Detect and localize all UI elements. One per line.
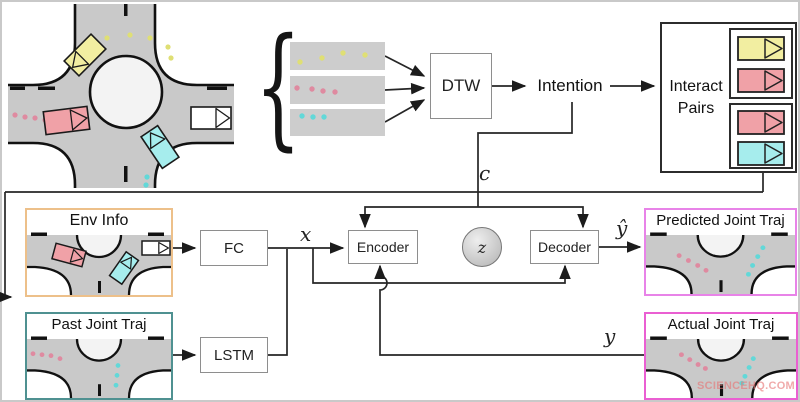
actual-joint-traj-scene [646, 336, 796, 398]
pair-yellow-pink [729, 28, 793, 99]
trajectory-dot [695, 362, 701, 367]
past-joint-traj-title: Past Joint Traj [51, 316, 147, 333]
trajectory-dot [703, 268, 709, 273]
decoder-box: Decoder [530, 230, 599, 264]
label-y: y [604, 324, 616, 348]
trajectory-dot [678, 352, 684, 358]
trajectory-strip-pink [290, 76, 385, 104]
brace: { [255, 10, 302, 164]
trajectory-dot [687, 357, 693, 362]
lane-marking [98, 281, 101, 293]
fc-box: FC [200, 230, 268, 266]
car-icon-pink [737, 68, 785, 93]
car-icon-pink [737, 110, 785, 135]
trajectory-dot [39, 352, 45, 358]
decoder-label: Decoder [538, 239, 591, 255]
dtw-label: DTW [441, 76, 481, 95]
label-x: x [300, 222, 312, 246]
lane-marking [650, 336, 667, 340]
car-yellow [63, 33, 107, 77]
past-joint-traj-box: Past Joint Traj [25, 312, 173, 400]
car-pink [42, 105, 91, 136]
car-pink [51, 242, 87, 268]
trajectory-dot [57, 356, 63, 361]
roads [646, 234, 795, 294]
latent-z-label: z [477, 237, 487, 257]
lane-marking [772, 336, 789, 340]
past-joint-traj-scene [27, 336, 171, 398]
interact-pairs-label: Interact Pairs [669, 78, 723, 117]
predicted-joint-traj-box: Predicted Joint Traj [644, 208, 797, 296]
fc-label: FC [224, 239, 244, 257]
trajectory-dot [48, 353, 54, 359]
trajectory-dot [30, 351, 36, 357]
lstm-label: LSTM [213, 346, 254, 364]
trajectory-dot [750, 356, 756, 361]
watermark: SCIENCEHQ.COM [697, 380, 796, 392]
trajectory-dot [745, 271, 751, 277]
actual-joint-traj-title: Actual Joint Traj [667, 316, 775, 333]
trajectory-dot [114, 372, 120, 378]
trajectory-dot [113, 382, 119, 388]
trajectory-dot [746, 365, 752, 370]
car-white [190, 106, 232, 130]
car-icon-cyan [737, 141, 785, 166]
dtw-box: DTW [430, 53, 492, 119]
trajectory-dot [755, 254, 761, 259]
env-info-box: Env Info [25, 208, 173, 297]
lane-marking [31, 232, 47, 236]
trajectory-dot [739, 380, 745, 386]
env-info-scene [27, 232, 171, 295]
trajectory-dot [760, 245, 766, 251]
lane-marking [31, 336, 47, 340]
lane-marking [650, 232, 667, 236]
car-white [141, 240, 171, 256]
trajectory-dot [685, 258, 691, 263]
trajectory-strip-yellow [290, 42, 385, 70]
intention-label: Intention [537, 76, 603, 95]
predicted-joint-traj-title: Predicted Joint Traj [656, 212, 785, 229]
actual-joint-traj-box: Actual Joint Traj [644, 312, 798, 400]
trajectory-strip-cyan [290, 109, 385, 136]
trajectory-dot [742, 373, 748, 379]
lane-markings [10, 4, 227, 182]
lane-marking [148, 336, 164, 340]
lane-marking [771, 232, 788, 236]
lane-marking [719, 384, 724, 397]
latent-z-node: z [462, 227, 502, 267]
lane-marking [719, 280, 723, 293]
pair-pink-cyan [729, 103, 793, 169]
trajectory-dot [750, 263, 756, 268]
env-info-title: Env Info [69, 211, 129, 229]
encoder-box: Encoder [348, 230, 418, 264]
roundabout-scene [8, 4, 234, 188]
car-cyan [139, 124, 181, 170]
lane-marking [148, 232, 164, 236]
roundabout-island [88, 54, 164, 130]
label-c: c [479, 161, 491, 185]
lane-marking [98, 384, 101, 397]
car-icon-yellow [737, 36, 785, 61]
trajectory-dot [676, 253, 682, 258]
label-y-hat: ŷ [616, 216, 628, 240]
encoder-label: Encoder [356, 239, 410, 255]
trajectory-dot [695, 263, 701, 268]
predicted-joint-traj-scene [646, 232, 795, 294]
interact-pairs-box: Interact Pairs [660, 22, 797, 173]
trajectory-dot [702, 366, 708, 371]
roads [27, 338, 171, 398]
trajectory-dot [115, 363, 121, 368]
road-edges [8, 4, 234, 188]
lstm-box: LSTM [200, 337, 268, 373]
car-cyan [108, 250, 140, 286]
